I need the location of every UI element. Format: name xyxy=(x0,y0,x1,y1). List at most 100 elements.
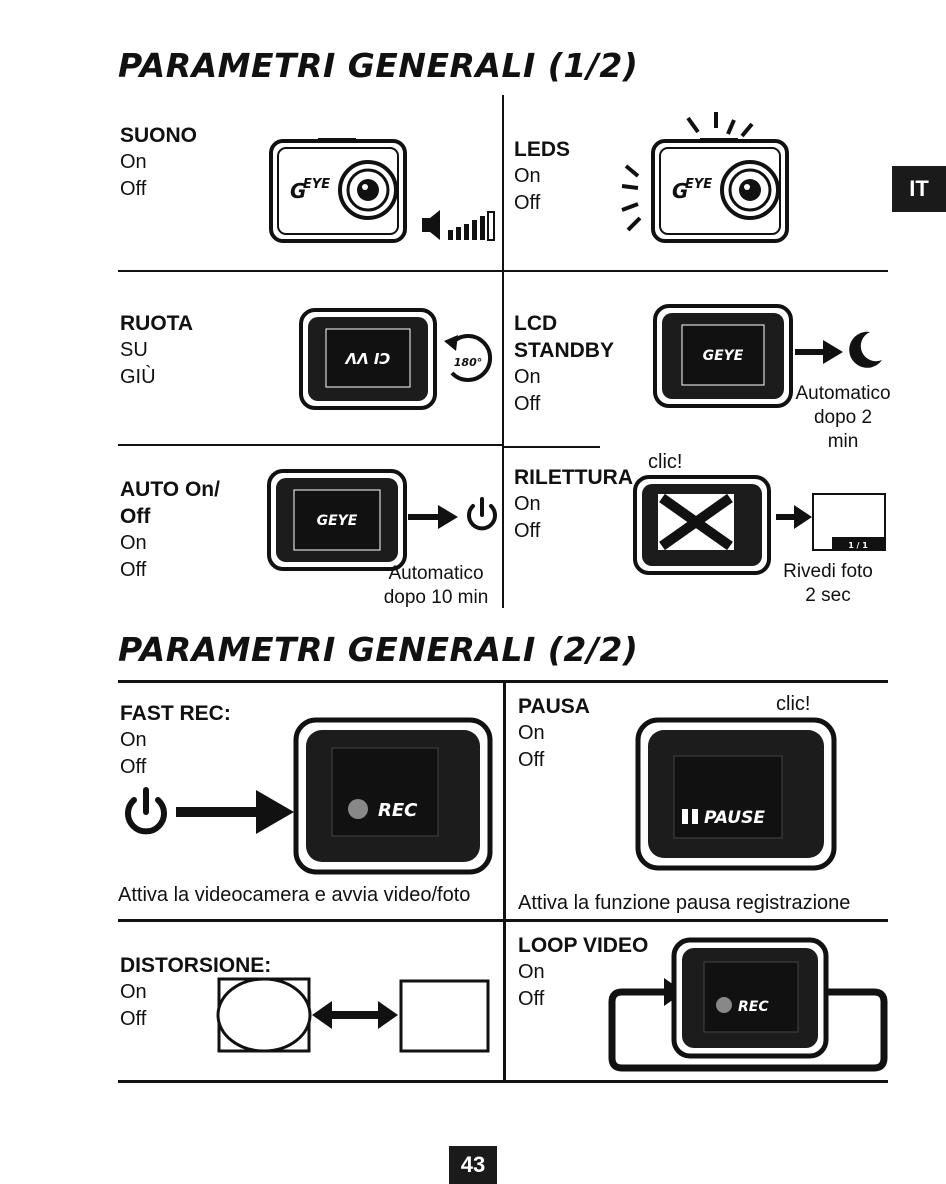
pausa-block: PAUSA On Off xyxy=(518,693,590,774)
svg-text:G: G xyxy=(290,179,306,203)
ruota-option-up: SU xyxy=(120,339,148,361)
auto-off-caption: Automatico dopo 10 min xyxy=(376,562,496,610)
volume-icon xyxy=(422,210,495,241)
auto-off-option-on: On xyxy=(120,532,147,554)
distorsione-option-on: On xyxy=(120,981,147,1003)
grid-divider-row-2a xyxy=(118,444,504,446)
loop-video-screen-text: REC xyxy=(738,999,769,1015)
rotate-180-icon: 180° xyxy=(444,334,493,382)
camera-front-icon: G EYE xyxy=(269,138,407,243)
ruota-option-down: GIÙ xyxy=(120,366,156,388)
loop-video-option-on: On xyxy=(518,961,545,983)
distorsione-option-off: Off xyxy=(120,1008,147,1030)
photo-preview-icon: 1 / 1 xyxy=(812,493,886,551)
svg-text:EYE: EYE xyxy=(303,177,330,192)
lcd-standby-caption-2: dopo 2 xyxy=(813,407,873,428)
grid-divider-vertical-2 xyxy=(503,683,506,1083)
distorsione-block: DISTORSIONE: On Off xyxy=(120,952,271,1033)
ruota-block: RUOTA SU GIÙ xyxy=(120,310,193,391)
arrow-right-icon xyxy=(408,505,458,529)
pausa-click-label: clic! xyxy=(776,693,811,715)
section-title-1: PARAMETRI GENERALI (1/2) xyxy=(118,46,639,85)
suono-heading: SUONO xyxy=(120,124,198,147)
grid-divider-row-2b xyxy=(504,446,600,448)
leds-heading: LEDS xyxy=(514,138,571,161)
lcd-standby-caption: Automatico dopo 2 min xyxy=(790,382,896,454)
camera-back-icon: ΛΛ IƆ xyxy=(299,308,437,410)
auto-off-heading-1: AUTO On/ xyxy=(120,478,220,501)
moon-icon xyxy=(849,331,882,368)
pausa-option-on: On xyxy=(518,722,545,744)
lcd-standby-block: LCD STANDBY On Off xyxy=(514,310,614,418)
pausa-caption: Attiva la funzione pausa registrazione xyxy=(518,892,851,914)
camera-back-icon: GEYE xyxy=(267,469,407,571)
lcd-standby-caption-3: min xyxy=(827,431,859,452)
rilettura-caption: Rivedi foto 2 sec xyxy=(776,560,880,608)
suono-option-on: On xyxy=(120,151,147,173)
camera-back-icon: REC xyxy=(671,937,829,1059)
grid-divider-bottom-2 xyxy=(118,1080,888,1083)
leds-block: LEDS On Off xyxy=(514,136,570,217)
rotate-badge: 180° xyxy=(454,356,482,369)
language-tab: IT xyxy=(892,166,946,212)
lcd-standby-heading-2: STANDBY xyxy=(514,339,614,362)
flat-frame-icon xyxy=(399,979,490,1053)
camera-back-icon: GEYE xyxy=(653,304,793,408)
rilettura-caption-1: Rivedi foto xyxy=(783,561,873,582)
rilettura-click-label: clic! xyxy=(648,451,683,473)
camera-back-large-icon: PAUSE xyxy=(635,717,837,871)
lcd-standby-screen-text: GEYE xyxy=(703,348,744,364)
light-rays-icon xyxy=(621,112,754,232)
arrow-right-icon xyxy=(176,790,294,834)
svg-text:EYE: EYE xyxy=(685,177,712,192)
arrow-right-icon xyxy=(776,505,812,529)
pausa-option-off: Off xyxy=(518,749,545,771)
auto-off-block: AUTO On/ Off On Off xyxy=(120,476,220,584)
leds-option-off: Off xyxy=(514,192,541,214)
svg-text:1 / 1: 1 / 1 xyxy=(848,541,868,550)
rilettura-block: RILETTURA On Off xyxy=(514,464,633,545)
camera-front-icon: G EYE xyxy=(651,138,789,243)
camera-back-large-icon: REC xyxy=(293,717,493,875)
auto-off-heading-2: Off xyxy=(120,505,151,528)
auto-off-screen-text: GEYE xyxy=(317,513,358,529)
page-number: 43 xyxy=(449,1146,497,1184)
section-title-2: PARAMETRI GENERALI (2/2) xyxy=(118,630,639,669)
auto-off-option-off: Off xyxy=(120,559,147,581)
fast-rec-heading: FAST REC: xyxy=(120,702,231,725)
lcd-standby-heading-1: LCD xyxy=(514,312,558,335)
grid-divider-top-2 xyxy=(118,680,888,683)
fast-rec-block: FAST REC: On Off xyxy=(120,700,231,781)
loop-video-option-off: Off xyxy=(518,988,545,1010)
camera-back-icon xyxy=(633,475,771,575)
grid-divider-row-1 xyxy=(118,270,888,272)
suono-option-off: Off xyxy=(120,178,147,200)
double-arrow-icon xyxy=(312,1001,398,1029)
power-icon xyxy=(125,787,167,835)
rilettura-option-off: Off xyxy=(514,520,541,542)
fast-rec-caption: Attiva la videocamera e avvia video/foto xyxy=(118,884,471,906)
fast-rec-screen-text: REC xyxy=(378,800,418,821)
rilettura-heading: RILETTURA xyxy=(514,466,633,489)
ruota-heading: RUOTA xyxy=(120,312,194,335)
lcd-standby-caption-1: Automatico xyxy=(795,383,891,404)
distorted-frame-icon xyxy=(216,977,312,1053)
power-icon xyxy=(467,497,497,531)
loop-video-heading: LOOP VIDEO xyxy=(518,934,649,957)
auto-off-caption-2: dopo 10 min xyxy=(383,587,489,608)
svg-text:G: G xyxy=(672,179,688,203)
fast-rec-option-on: On xyxy=(120,729,147,751)
fast-rec-option-off: Off xyxy=(120,756,147,778)
rilettura-caption-2: 2 sec xyxy=(805,585,851,606)
ruota-screen-text: ΛΛ IƆ xyxy=(344,350,390,368)
suono-block: SUONO On Off xyxy=(120,122,197,203)
lcd-standby-option-on: On xyxy=(514,366,541,388)
loop-video-block: LOOP VIDEO On Off xyxy=(518,932,648,1013)
distorsione-heading: DISTORSIONE: xyxy=(120,954,272,977)
pausa-heading: PAUSA xyxy=(518,695,590,718)
pausa-screen-text: PAUSE xyxy=(704,808,765,828)
lcd-standby-option-off: Off xyxy=(514,393,541,415)
auto-off-caption-1: Automatico xyxy=(388,563,484,584)
grid-divider-vertical-1 xyxy=(502,95,504,608)
grid-divider-row-3 xyxy=(118,919,888,922)
